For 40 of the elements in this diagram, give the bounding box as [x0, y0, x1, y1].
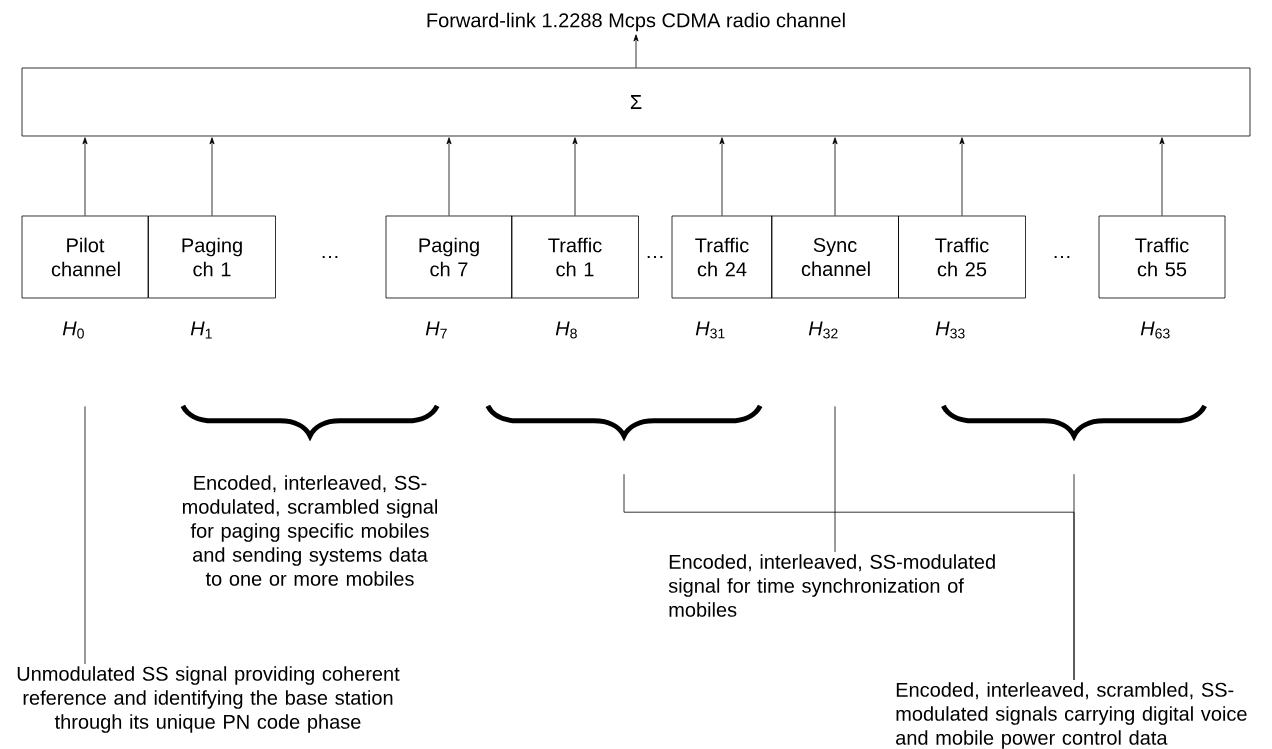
channel-box: Paging ch 7 [385, 215, 513, 299]
arrow [446, 137, 452, 216]
arrow [832, 137, 838, 216]
curly-brace [180, 404, 440, 439]
arrow [633, 34, 639, 68]
description-text: Encoded, interleaved, scrambled, SS-modulated signals carrying digital voice and mobile power control data [896, 682, 1247, 749]
arrow [959, 137, 965, 216]
curly-brace [941, 404, 1207, 439]
channel-box: Traffic ch 24 [671, 215, 773, 299]
ellipsis: … [647, 255, 663, 259]
channel-box: Pilot channel [21, 215, 149, 299]
arrow [209, 137, 215, 216]
channel-code: H$_{1}$ [190, 321, 212, 339]
description-text: Unmodulated SS signal providing coherent reference and identifying the base station through its unique PN code phase [17, 666, 400, 733]
channel-code: H$_{32}$ [808, 321, 838, 339]
curly-brace [485, 404, 763, 439]
channel-box: Paging ch 1 [148, 215, 276, 299]
channel-box: Traffic ch 55 [1098, 215, 1226, 299]
channel-code: H$_{7}$ [425, 321, 447, 339]
channel-box: Sync channel [771, 215, 899, 299]
channel-code: H$_{8}$ [555, 321, 577, 339]
output-label: Forward-link 1.2288 Mcps CDMA radio channel [427, 12, 845, 32]
arrow [719, 137, 725, 216]
leader-line [1073, 473, 1075, 681]
leader-line [84, 406, 86, 665]
channel-box: Traffic ch 1 [511, 215, 639, 299]
channel-box: Traffic ch 25 [898, 215, 1026, 299]
description-text: Encoded, interleaved, SS-modulated signal for time synchronization of mobiles [668, 554, 995, 617]
arrow [572, 137, 578, 216]
description-text: Encoded, interleaved, SS-modulated, scrambled signal for paging specific mobiles and sending systems data to one or more mobiles [182, 475, 437, 586]
arrow [82, 137, 88, 216]
ellipsis: … [1054, 255, 1070, 259]
arrow [1159, 137, 1165, 216]
ellipsis: … [322, 255, 338, 259]
channel-code: H$_{63}$ [1140, 321, 1170, 339]
summing-box: Σ [21, 67, 1251, 137]
channel-code: H$_{33}$ [935, 321, 965, 339]
leader-line [834, 406, 836, 553]
channel-code: H$_{31}$ [695, 321, 725, 339]
channel-code: H$_{0}$ [62, 321, 84, 339]
